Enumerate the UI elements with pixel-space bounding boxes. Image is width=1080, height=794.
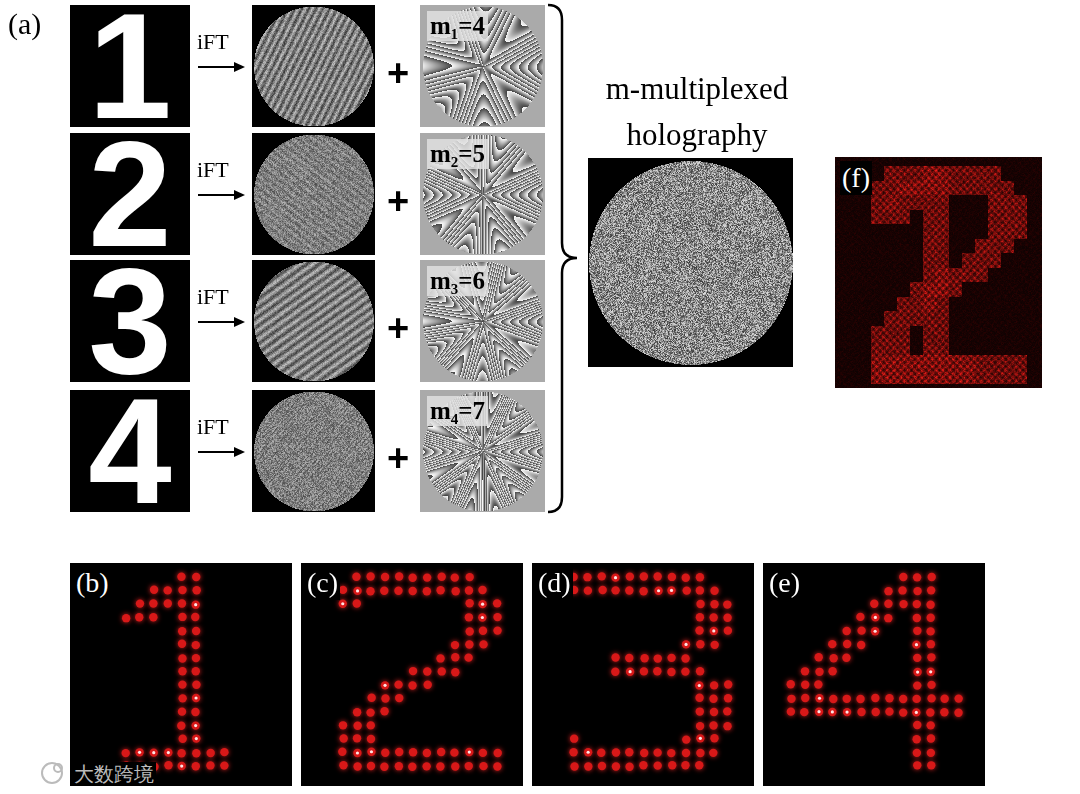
plus-sign: + xyxy=(383,436,413,480)
panel-label: (a) xyxy=(8,6,41,42)
heading-label: m-multiplexed holography xyxy=(572,66,822,158)
watermark: 大数跨境 xyxy=(72,762,156,786)
charge-label: m₂=5 xyxy=(427,139,488,169)
plus-sign: + xyxy=(383,306,413,350)
operation-label: iFT xyxy=(197,414,229,440)
plus-sign: + xyxy=(383,51,413,95)
arrow-head xyxy=(234,62,245,72)
ift-arrow xyxy=(198,451,236,453)
panel-label: (e) xyxy=(767,566,802,600)
arrow-head xyxy=(234,317,245,327)
digit-glyph: 3 xyxy=(70,260,190,382)
digit-glyph: 1 xyxy=(70,5,190,127)
panel-label: (f) xyxy=(840,161,872,195)
panel-label: (d) xyxy=(536,566,573,600)
arrow-head xyxy=(234,447,245,457)
plus-sign: + xyxy=(383,179,413,223)
operation-label: iFT xyxy=(197,29,229,55)
ift-arrow xyxy=(198,194,236,196)
charge-label: m₄=7 xyxy=(427,396,488,426)
digit-glyph: 4 xyxy=(70,390,190,512)
operation-label: iFT xyxy=(197,157,229,183)
charge-label: m₁=4 xyxy=(427,11,488,41)
digit-glyph: 2 xyxy=(70,133,190,255)
watermark-logo xyxy=(42,763,62,783)
panel-label: (c) xyxy=(305,566,340,600)
arrow-head xyxy=(234,190,245,200)
ift-arrow xyxy=(198,321,236,323)
operation-label: iFT xyxy=(197,284,229,310)
charge-label: m₃=6 xyxy=(427,266,488,296)
panel-label: (b) xyxy=(74,566,111,600)
curly-brace xyxy=(548,5,577,512)
ift-arrow xyxy=(198,66,236,68)
